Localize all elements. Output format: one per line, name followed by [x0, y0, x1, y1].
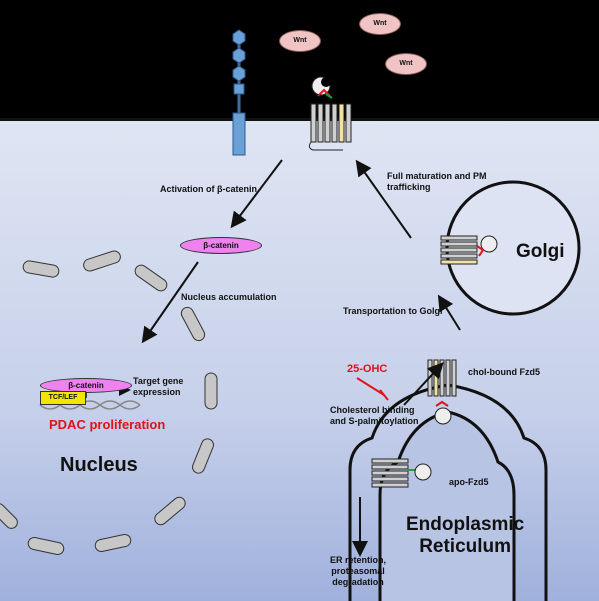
er-membrane — [378, 410, 516, 601]
outcome-label: PDAC proliferation — [49, 417, 166, 432]
golgi-label: Golgi — [516, 241, 565, 262]
wnt-ligand: Wnt — [359, 13, 401, 35]
activation-label: Activation of β-catenin — [160, 184, 258, 194]
accumulation-label: Nucleus accumulation — [181, 292, 277, 302]
lrp-coreceptor — [232, 29, 246, 156]
fzd5-plasma-membrane — [308, 76, 352, 151]
pathway-arrows — [141, 159, 461, 557]
transport-label: Transportation to Golgi — [343, 306, 443, 316]
wnt-ligand: Wnt — [279, 30, 321, 52]
inhibition-mark — [356, 377, 389, 401]
nucleus-envelope — [0, 250, 218, 555]
apo-fzd5-label: apo-Fzd5 — [449, 477, 489, 487]
fzd5-apo — [371, 458, 432, 488]
beta-catenin-cytoplasm: β-catenin — [180, 237, 262, 254]
wnt-ligand: Wnt — [385, 53, 427, 75]
inhibitor-label: 25-OHC — [347, 363, 388, 375]
nucleus-label: Nucleus — [60, 454, 138, 476]
beta-catenin-nucleus: β-catenin — [40, 378, 132, 393]
tcf-lef: TCF/LEF — [40, 391, 86, 405]
chol-fzd5-label: chol-bound Fzd5 — [468, 367, 540, 377]
fzd5-golgi — [440, 235, 498, 265]
